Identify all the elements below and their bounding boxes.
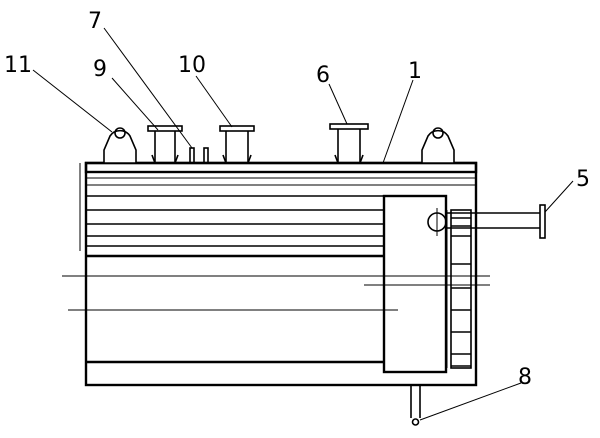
callout-1: 1 [408, 59, 422, 84]
callout-6: 6 [316, 63, 330, 88]
callout-5: 5 [576, 167, 590, 192]
tube-bundle [86, 195, 384, 258]
inner-furnace [62, 275, 490, 364]
callout-labels: 11 9 7 10 6 1 5 8 [4, 9, 590, 390]
callout-11: 11 [4, 53, 32, 78]
callout-10: 10 [178, 53, 206, 78]
outlet-pipe-5 [446, 204, 546, 239]
callout-9: 9 [93, 57, 107, 82]
nozzle-6 [329, 123, 369, 164]
rear-header-box [382, 194, 448, 374]
valve-7 [189, 147, 209, 164]
leader-lines [32, 27, 574, 421]
drain-pipe-8 [410, 385, 421, 426]
nozzle-10 [219, 125, 255, 164]
callout-7: 7 [88, 9, 102, 34]
lifting-lug-right [421, 127, 455, 164]
header-column [446, 209, 472, 369]
lifting-lug-11 [103, 127, 137, 164]
callout-8: 8 [518, 365, 532, 390]
nozzle-9 [147, 125, 183, 164]
vessel-body [79, 161, 478, 387]
